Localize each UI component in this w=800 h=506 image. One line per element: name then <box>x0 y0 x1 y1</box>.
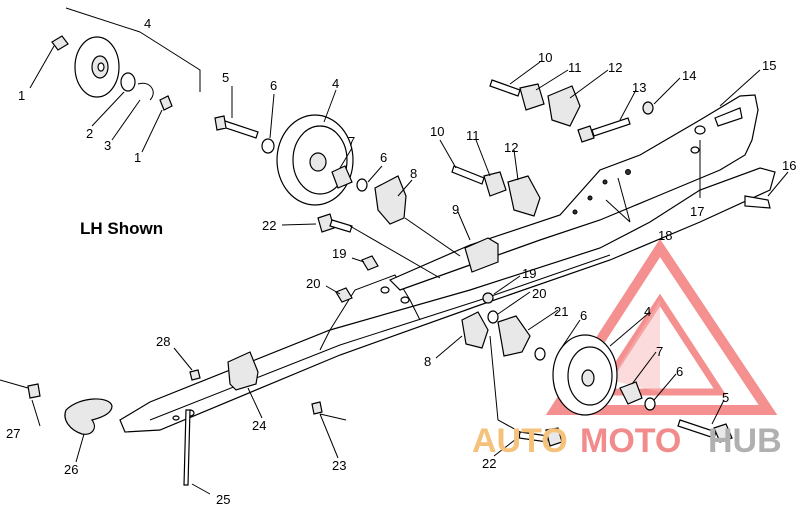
callout-6-mid: 6 <box>380 150 387 165</box>
callout-8-top: 8 <box>410 166 417 181</box>
callout-12-b: 12 <box>504 140 518 155</box>
callout-20-a: 20 <box>306 276 320 291</box>
callout-11-b: 11 <box>466 128 480 143</box>
watermark-moto: MOTO <box>580 422 681 460</box>
callout-7-top: 7 <box>348 134 355 149</box>
callout-10-a: 10 <box>538 50 552 65</box>
view-label: LH Shown <box>80 219 163 238</box>
callout-8-bot: 8 <box>424 354 431 369</box>
callout-6-bot2: 6 <box>676 364 683 379</box>
callout-16: 16 <box>782 158 796 173</box>
callout-14: 14 <box>682 68 696 83</box>
callout-10-b: 10 <box>430 124 444 139</box>
callout-11-a: 11 <box>568 60 582 75</box>
callout-4-top: 4 <box>144 16 151 31</box>
callout-28: 28 <box>156 334 170 349</box>
callout-6-top: 6 <box>270 78 277 93</box>
callout-26: 26 <box>64 462 78 477</box>
callout-27: 27 <box>6 426 20 441</box>
callout-5-bot: 5 <box>722 390 729 405</box>
callout-2: 2 <box>86 126 93 141</box>
callout-4-bot: 4 <box>644 304 651 319</box>
callout-13: 13 <box>632 80 646 95</box>
callout-20-b: 20 <box>532 286 546 301</box>
callout-23: 23 <box>332 458 346 473</box>
idler-wheel-mid <box>276 114 354 206</box>
idler-wheel-bottom <box>552 334 618 416</box>
callout-22-bot: 22 <box>482 456 496 471</box>
callout-18: 18 <box>658 228 672 243</box>
watermark-hub: HUB <box>708 422 782 460</box>
watermark-text: AUTO MOTO HUB <box>472 422 782 460</box>
callout-17: 17 <box>690 204 704 219</box>
callout-5-top: 5 <box>222 70 229 85</box>
leader-lines <box>0 7 789 495</box>
callout-21: 21 <box>554 304 568 319</box>
callout-25: 25 <box>216 492 230 506</box>
callout-6-bot: 6 <box>580 308 587 323</box>
callout-1-left: 1 <box>18 88 25 103</box>
callout-7-bot: 7 <box>656 344 663 359</box>
callout-numbers: 4 1 2 3 1 5 6 4 7 6 8 22 10 11 12 13 14 … <box>6 16 796 506</box>
watermark-logo <box>545 238 778 415</box>
callout-19-a: 19 <box>332 246 346 261</box>
callout-4-mid: 4 <box>332 76 339 91</box>
idler-wheel-top <box>74 36 120 98</box>
callout-15: 15 <box>762 58 776 73</box>
watermark-auto: AUTO <box>472 422 568 460</box>
callout-24: 24 <box>252 418 266 433</box>
callout-12-a: 12 <box>608 60 622 75</box>
callout-9: 9 <box>452 202 459 217</box>
callout-1-right: 1 <box>134 150 141 165</box>
callout-3: 3 <box>104 138 111 153</box>
callout-19-b: 19 <box>522 266 536 281</box>
callout-22-left: 22 <box>262 218 276 233</box>
hardware-parts <box>27 35 771 486</box>
